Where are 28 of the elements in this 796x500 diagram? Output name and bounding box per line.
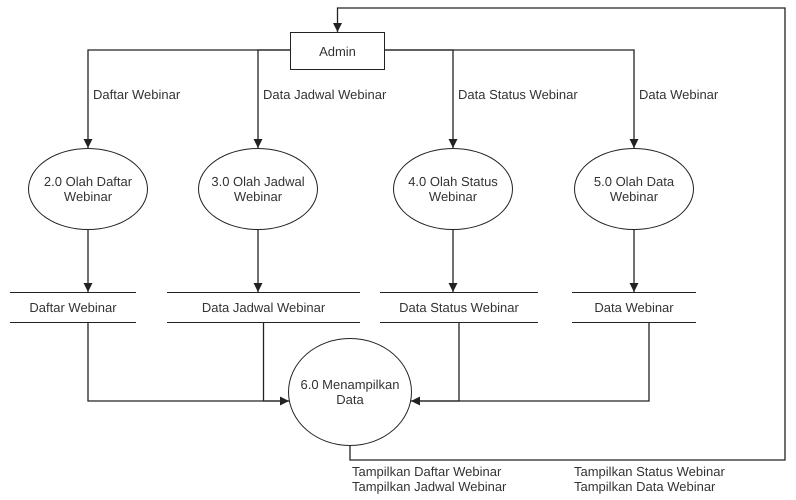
- arrow: [84, 230, 92, 292]
- edge-label: Data Jadwal Webinar: [262, 87, 388, 102]
- node-label: Admin: [319, 44, 356, 58]
- node-label: Data Jadwal Webinar: [202, 300, 326, 315]
- node-label: 4.0 Olah Status Webinar: [407, 174, 499, 204]
- node-label: 5.0 Olah Data Webinar: [592, 174, 676, 204]
- node-label: 2.0 Olah Daftar Webinar: [42, 174, 134, 204]
- arrow: [448, 230, 458, 292]
- arrow: [262, 323, 289, 406]
- arrow: [254, 230, 262, 292]
- arrow: [630, 230, 638, 292]
- node-label: Daftar Webinar: [29, 300, 117, 315]
- edge-label: Daftar Webinar: [92, 87, 182, 102]
- flow-label: Tampilkan Daftar Webinar: [352, 465, 502, 479]
- entity-box: [290, 32, 385, 70]
- node-label: Data Status Webinar: [399, 300, 519, 315]
- flow-label: Tampilkan Data Webinar: [574, 480, 716, 494]
- arrow: [333, 7, 786, 461]
- node-label: 6.0 Menampilkan Data: [300, 377, 400, 407]
- flow-label: Tampilkan Status Webinar: [574, 465, 725, 479]
- flow-label: Tampilkan Jadwal Webinar: [352, 480, 506, 494]
- arrow: [254, 49, 290, 148]
- arrow: [411, 323, 650, 406]
- node-label: 3.0 Olah Jadwal Webinar: [210, 174, 306, 204]
- node-label: Data Webinar: [594, 300, 674, 315]
- edge-label: Data Webinar: [638, 87, 720, 102]
- arrow: [385, 49, 638, 148]
- edge-label: Data Status Webinar: [457, 87, 579, 102]
